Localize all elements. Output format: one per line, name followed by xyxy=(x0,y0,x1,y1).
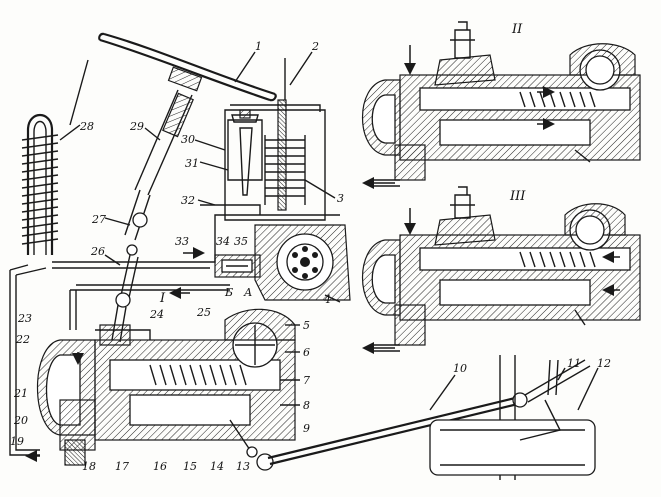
label-27: 27 xyxy=(91,213,106,226)
leader-lines xyxy=(59,51,599,411)
steering-gear-main xyxy=(37,308,296,466)
screw-thread-main xyxy=(149,364,247,386)
linkage xyxy=(256,355,596,480)
steering-wheel xyxy=(98,32,277,102)
label-12: 12 xyxy=(597,357,611,370)
label-13: 13 xyxy=(236,460,250,473)
label-25: 25 xyxy=(196,306,211,319)
label-17: 17 xyxy=(115,460,129,473)
screw-thread-iii xyxy=(519,251,596,268)
pump-reservoir xyxy=(224,58,340,221)
label-24: 24 xyxy=(149,308,164,321)
label-15: 15 xyxy=(183,460,197,473)
port-label-a: А xyxy=(243,286,252,299)
part-labels: 1 2 3 4 5 6 7 8 9 10 11 12 13 14 15 16 1… xyxy=(10,22,611,473)
label-28: 28 xyxy=(79,120,94,133)
pump-body xyxy=(214,224,351,301)
label-4: 4 xyxy=(323,293,331,306)
label-26: 26 xyxy=(90,245,105,258)
label-20: 20 xyxy=(13,414,28,427)
label-18: 18 xyxy=(82,460,96,473)
label-6: 6 xyxy=(303,346,310,359)
port-label-b: Б xyxy=(224,286,233,299)
label-11: 11 xyxy=(567,357,581,370)
label-33: 33 xyxy=(175,235,189,248)
steering-column xyxy=(111,89,194,343)
cooler-fins xyxy=(21,134,59,245)
label-7: 7 xyxy=(303,374,310,387)
oil-cooler xyxy=(21,113,59,255)
section-iii xyxy=(361,186,641,354)
label-14: 14 xyxy=(210,460,224,473)
section-label-iii: III xyxy=(509,189,526,204)
label-32: 32 xyxy=(181,194,195,207)
section-ii xyxy=(361,21,641,189)
flow-arrows xyxy=(25,247,205,462)
label-5: 5 xyxy=(303,319,310,332)
label-3: 3 xyxy=(337,192,344,205)
section-label-ii: II xyxy=(511,22,523,37)
label-21: 21 xyxy=(13,387,28,400)
label-31: 31 xyxy=(185,157,199,170)
label-19: 19 xyxy=(10,435,24,448)
section-label-i: I xyxy=(159,291,166,306)
label-35: 35 xyxy=(234,235,248,248)
label-22: 22 xyxy=(15,333,30,346)
label-29: 29 xyxy=(129,120,144,133)
label-16: 16 xyxy=(153,460,167,473)
label-23: 23 xyxy=(17,312,32,325)
label-10: 10 xyxy=(453,362,467,375)
label-8: 8 xyxy=(303,399,310,412)
label-34: 34 xyxy=(216,235,230,248)
screw-thread-ii xyxy=(519,91,596,108)
label-2: 2 xyxy=(311,40,319,53)
label-1: 1 xyxy=(255,40,262,53)
label-30: 30 xyxy=(181,133,195,146)
label-9: 9 xyxy=(303,422,310,435)
